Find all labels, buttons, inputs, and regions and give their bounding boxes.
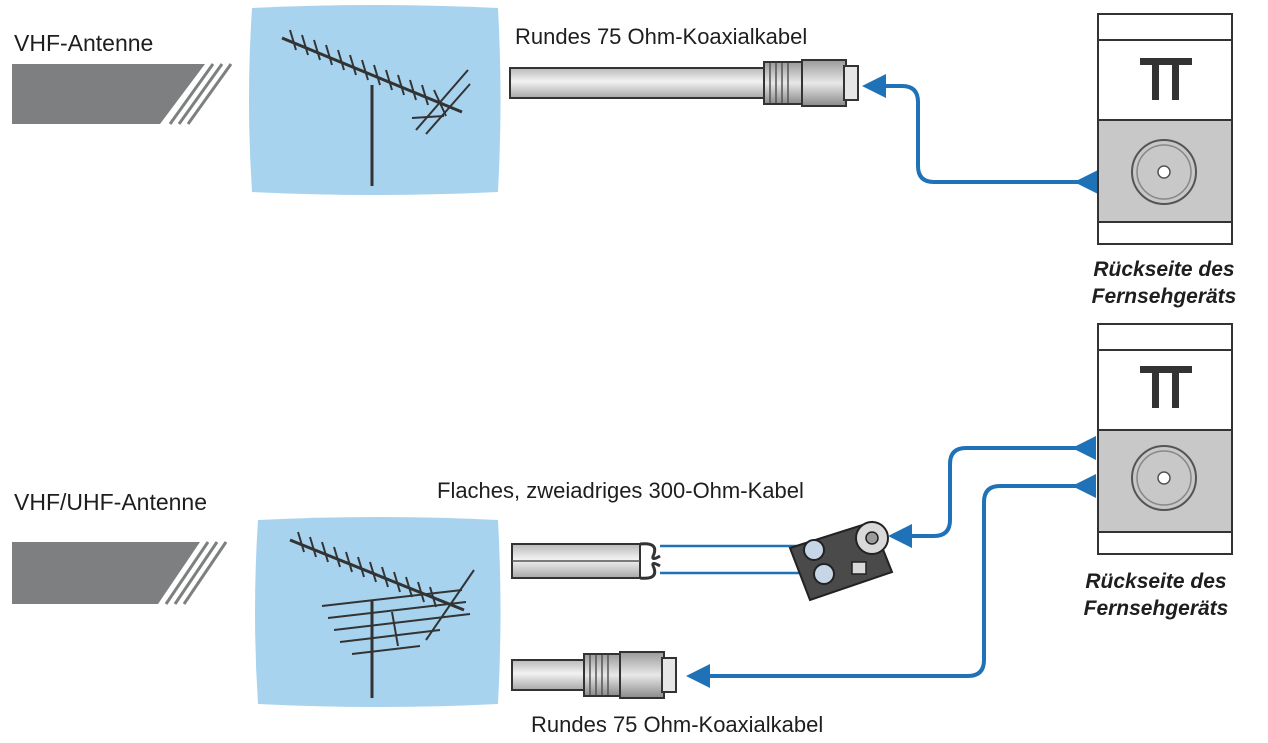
top-antenna-elements [289, 29, 471, 135]
bottom-flat-cable [511, 542, 814, 580]
bottom-antenna-sign [12, 541, 228, 605]
bottom-tv-caption-line1: Rückseite des [1085, 570, 1227, 593]
bottom-antenna-illustration [255, 517, 501, 707]
top-antenna-symbol-icon [1140, 58, 1192, 100]
top-tv-caption-line1: Rückseite des [1093, 258, 1235, 281]
bottom-tv-back-panel [1097, 323, 1233, 555]
bottom-antenna-symbol-icon [1140, 366, 1192, 408]
top-coax-cable-label: Rundes 75 Ohm-Koaxialkabel [515, 24, 808, 49]
bottom-antenna-label: VHF/UHF-Antenne [14, 489, 208, 515]
bottom-coax-arrow [686, 474, 1096, 688]
bottom-tv-caption: Rückseite des Fernsehgeräts [1058, 568, 1254, 622]
bottom-coax-cable-label: Rundes 75 Ohm-Koaxialkabel [531, 712, 824, 737]
top-antenna-socket-icon [1131, 139, 1197, 205]
bottom-coax-cable [511, 651, 677, 699]
bottom-tv-caption-line2: Fernsehgeräts [1083, 597, 1229, 620]
top-tv-caption: Rückseite des Fernsehgeräts [1066, 256, 1262, 310]
bottom-balun-adapter [788, 520, 894, 602]
top-connection-arrow [862, 74, 1098, 194]
bottom-antenna-socket-icon [1131, 445, 1197, 511]
top-tv-caption-line2: Fernsehgeräts [1091, 285, 1237, 308]
top-antenna-illustration [249, 5, 501, 195]
top-tv-back-panel [1097, 13, 1233, 245]
top-coax-cable [509, 59, 859, 107]
top-antenna-label: VHF-Antenne [14, 30, 154, 56]
top-antenna-sign [12, 63, 233, 125]
bottom-antenna-elements [297, 531, 475, 655]
